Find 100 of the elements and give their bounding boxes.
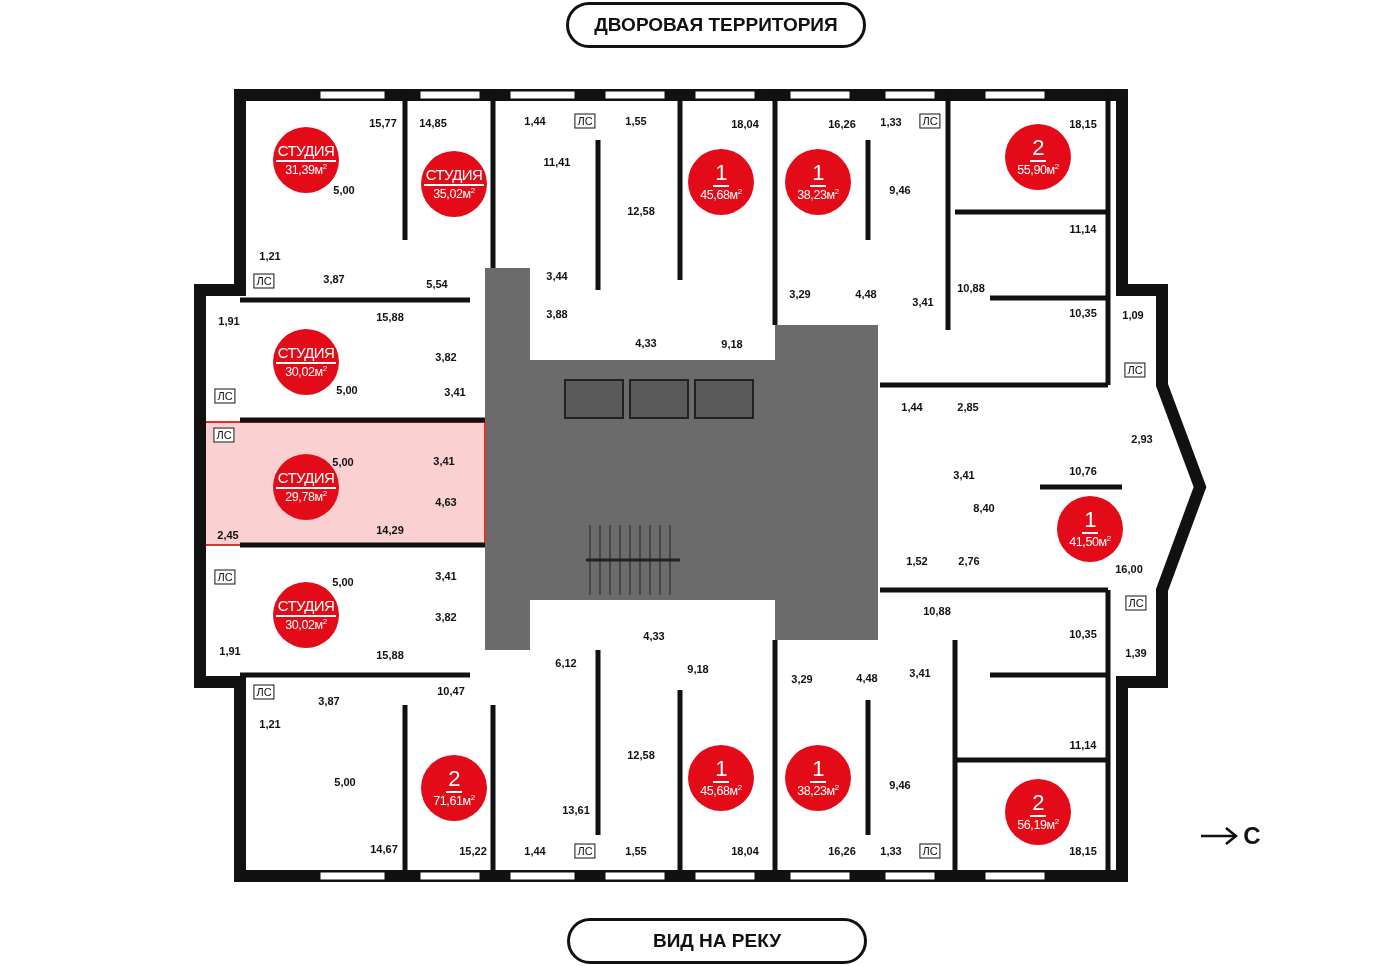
room-area: 3,41: [953, 468, 975, 482]
apartment-type: СТУДИЯ: [275, 597, 337, 617]
apartment-area: 45,68м$^{2}$: [700, 782, 742, 799]
apartment-type: 1: [1082, 508, 1098, 534]
apartment-type: СТУДИЯ: [423, 166, 485, 186]
shaft-mark: ЛС: [253, 273, 275, 289]
room-area: 9,18: [721, 337, 743, 351]
room-area: 5,54: [426, 277, 448, 291]
apartment-area: 30,02м$^{2}$: [285, 364, 327, 380]
shaft-mark: ЛС: [574, 843, 596, 859]
apartment-area: 38,23м$^{2}$: [797, 782, 839, 799]
apartment-type: 1: [713, 757, 729, 783]
apartment-area: 55,90м$^{2}$: [1017, 161, 1059, 178]
room-area: 3,88: [546, 307, 568, 321]
room-area: 15,77: [369, 116, 397, 130]
room-area: 16,00: [1115, 562, 1143, 576]
room-area: 9,46: [889, 778, 911, 792]
room-area: 3,41: [912, 295, 934, 309]
room-area: 3,87: [318, 694, 340, 708]
apartment-area: 29,78м$^{2}$: [285, 489, 327, 505]
room-area: 4,33: [643, 629, 665, 643]
room-area: 4,63: [435, 495, 457, 509]
room-area: 3,82: [435, 350, 457, 364]
room-area: 14,29: [376, 523, 404, 537]
shaft-mark: ЛС: [213, 427, 235, 443]
apartment-type: СТУДИЯ: [275, 142, 337, 162]
room-area: 10,88: [957, 281, 985, 295]
shaft-mark: ЛС: [919, 113, 941, 129]
room-area: 3,29: [791, 672, 813, 686]
apartment-type: СТУДИЯ: [275, 469, 337, 489]
apartment-type: 2: [1030, 791, 1046, 817]
room-area: 1,33: [880, 844, 902, 858]
apartment-area: 30,02м$^{2}$: [285, 617, 327, 633]
room-area: 11,14: [1069, 222, 1097, 236]
room-area: 1,52: [906, 554, 928, 568]
room-area: 2,76: [958, 554, 980, 568]
room-area: 15,88: [376, 648, 404, 662]
room-area: 4,33: [635, 336, 657, 350]
room-area: 11,41: [543, 155, 571, 169]
side-heading: ДВОРОВАЯ ТЕРРИТОРИЯ: [594, 14, 838, 36]
room-area: 4,48: [856, 671, 878, 685]
room-area: 16,26: [828, 117, 856, 131]
room-area: 6,12: [555, 656, 577, 670]
room-area: 14,85: [419, 116, 447, 130]
room-area: 3,44: [546, 269, 568, 283]
apartment-type: СТУДИЯ: [275, 344, 337, 364]
room-area: 4,48: [855, 287, 877, 301]
room-area: 18,15: [1069, 844, 1097, 858]
room-area: 15,88: [376, 310, 404, 324]
side-heading: ВИД НА РЕКУ: [652, 930, 782, 952]
shaft-mark: ЛС: [574, 113, 596, 129]
room-area: 10,88: [923, 604, 951, 618]
apartment-type: 1: [810, 161, 826, 187]
room-area: 5,00: [332, 455, 354, 469]
room-area: 5,00: [336, 383, 358, 397]
room-area: 2,45: [217, 528, 239, 542]
room-area: 5,00: [334, 775, 356, 789]
room-area: 10,47: [437, 684, 465, 698]
room-area: 18,04: [731, 844, 759, 858]
room-area: 1,39: [1125, 646, 1147, 660]
room-area: 1,91: [218, 314, 240, 328]
room-area: 1,44: [901, 400, 923, 414]
room-area: 3,41: [909, 666, 931, 680]
room-area: 1,21: [259, 717, 281, 731]
room-area: 16,26: [828, 844, 856, 858]
room-area: 9,46: [889, 183, 911, 197]
apartment-type: 1: [713, 161, 729, 187]
room-area: 3,41: [435, 569, 457, 583]
shaft-mark: ЛС: [1125, 595, 1147, 611]
room-area: 1,55: [625, 114, 647, 128]
apartment-area: 35,02м$^{2}$: [433, 186, 475, 202]
room-area: 13,61: [562, 803, 590, 817]
shaft-mark: ЛС: [919, 843, 941, 859]
room-area: 1,91: [219, 644, 241, 658]
room-area: 2,85: [957, 400, 979, 414]
room-area: 3,41: [433, 454, 455, 468]
apartment-area: 56,19м$^{2}$: [1017, 816, 1059, 833]
shaft-mark: ЛС: [214, 569, 236, 585]
room-area: 5,00: [333, 183, 355, 197]
room-area: 15,22: [459, 844, 487, 858]
apartment-area: 45,68м$^{2}$: [700, 186, 742, 203]
room-area: 3,82: [435, 610, 457, 624]
shaft-mark: ЛС: [214, 388, 236, 404]
room-area: 3,41: [444, 385, 466, 399]
room-area: 12,58: [627, 748, 655, 762]
room-area: 1,33: [880, 115, 902, 129]
apartment-area: 31,39м$^{2}$: [285, 162, 327, 178]
apartment-type: 1: [810, 757, 826, 783]
room-area: 10,35: [1069, 627, 1097, 641]
apartment-area: 38,23м$^{2}$: [797, 186, 839, 203]
shaft-mark: ЛС: [1124, 362, 1146, 378]
room-area: 5,00: [332, 575, 354, 589]
room-area: 12,58: [627, 204, 655, 218]
heading-pill: [566, 2, 866, 48]
room-area: 10,35: [1069, 306, 1097, 320]
apartment-type: 2: [446, 767, 462, 793]
room-area: 1,44: [524, 114, 546, 128]
compass-letter: С: [1243, 823, 1261, 849]
room-area: 1,09: [1122, 308, 1144, 322]
apartment-area: 71,61м$^{2}$: [433, 792, 475, 809]
